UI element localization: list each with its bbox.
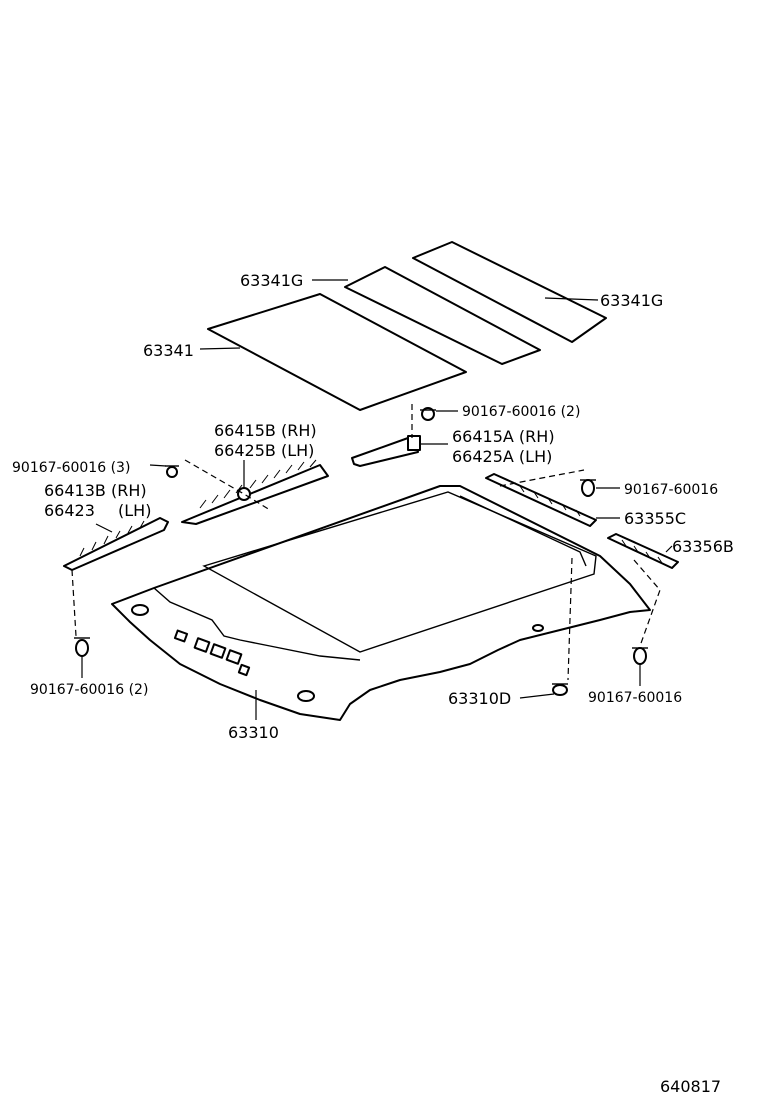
sun-visor-a xyxy=(351,435,421,467)
trim-63356B xyxy=(607,533,679,569)
dash-grip-clip xyxy=(71,569,77,637)
label-63310D: 63310D xyxy=(448,689,511,708)
clip-right-top xyxy=(580,479,596,497)
leader-63341 xyxy=(199,347,241,350)
label-63356B: 63356B xyxy=(672,537,734,556)
diagram-code: 640817 xyxy=(660,1077,721,1096)
pad-63341 xyxy=(207,293,467,411)
leader-clip-left xyxy=(149,464,167,467)
label-66423-side: (LH) xyxy=(118,501,151,520)
clip-left xyxy=(165,465,179,478)
headliner-63310 xyxy=(111,485,651,721)
clip-63310D xyxy=(552,683,568,696)
pad-63341G-right xyxy=(412,241,607,343)
leader-63356B xyxy=(665,545,673,553)
sun-visor-b xyxy=(181,459,329,525)
label-66413B: 66413B (RH) xyxy=(44,481,147,500)
dash-63310D xyxy=(567,557,573,681)
label-clip-left: 90167-60016 (3) xyxy=(12,460,130,476)
leader-grip xyxy=(95,523,113,533)
label-63355C: 63355C xyxy=(624,509,686,528)
label-66423: 66423 xyxy=(44,501,95,520)
label-63341G-left: 63341G xyxy=(240,271,303,290)
clip-bottom-left xyxy=(74,637,90,657)
label-63310: 63310 xyxy=(228,723,279,742)
dash-right-top xyxy=(499,469,585,487)
label-63341: 63341 xyxy=(143,341,194,360)
label-66415B: 66415B (RH) xyxy=(214,421,317,440)
label-clip-bottom-left: 90167-60016 (2) xyxy=(30,682,148,698)
leader-63310D xyxy=(519,693,555,699)
label-clip-right-top: 90167-60016 xyxy=(624,482,718,498)
label-66425A: 66425A (LH) xyxy=(452,447,552,466)
leader-63341G-right xyxy=(544,297,599,301)
label-66415A: 66415A (RH) xyxy=(452,427,555,446)
clip-top-right xyxy=(420,407,436,421)
assist-grip-trim xyxy=(63,517,169,571)
dash-visor-b xyxy=(184,459,271,511)
trim-63355C xyxy=(485,473,597,527)
clip-bottom-right xyxy=(632,647,648,665)
label-63341G-right: 63341G xyxy=(600,291,663,310)
dash-right-bottom xyxy=(633,559,661,647)
label-clip-top-right: 90167-60016 (2) xyxy=(462,404,580,420)
label-66425B: 66425B (LH) xyxy=(214,441,314,460)
pad-63341G-left xyxy=(344,266,541,365)
label-clip-bottom-right: 90167-60016 xyxy=(588,690,682,706)
